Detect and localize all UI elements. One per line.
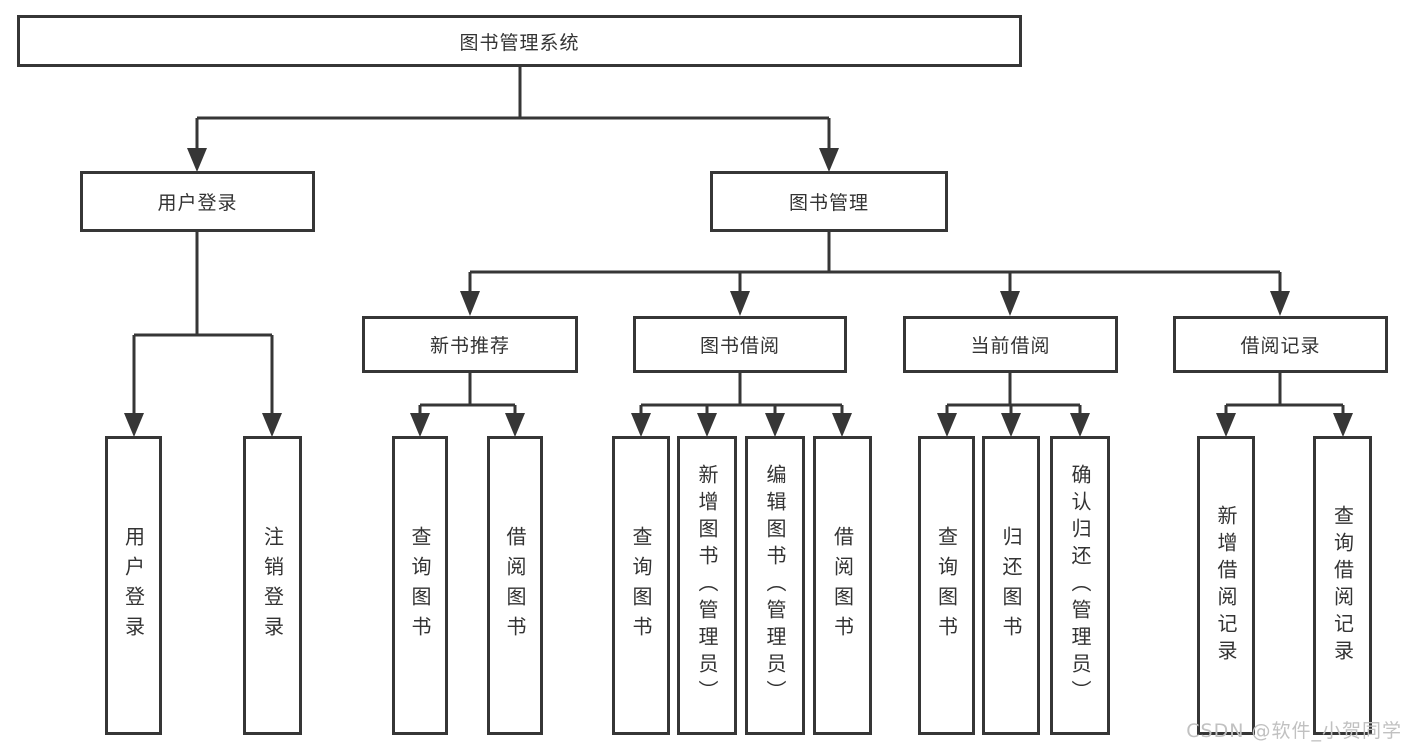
- leaf-borrow-books-recommend: 借阅图书: [487, 436, 543, 735]
- arrowhead: [697, 413, 717, 437]
- node-borrow-records-label: 借阅记录: [1240, 335, 1321, 357]
- leaf-return-books-label: 归还图书: [999, 525, 1023, 646]
- arrowhead: [124, 413, 144, 437]
- leaf-return-books: 归还图书: [982, 436, 1040, 735]
- arrowhead: [765, 413, 785, 437]
- leaf-add-borrow-record: 新增借阅记录: [1197, 436, 1255, 735]
- leaf-borrow-books: 借阅图书: [813, 436, 872, 735]
- connector-new-book-recommend: [418, 373, 517, 414]
- leaf-confirm-return-admin: 确认归还（管理员）: [1050, 436, 1110, 735]
- arrowhead: [410, 413, 430, 437]
- leaf-user-login: 用户登录: [105, 436, 162, 735]
- node-book-borrow-label: 图书借阅: [699, 335, 780, 357]
- arrowhead: [631, 413, 651, 437]
- leaf-add-books-admin-label: 新增图书（管理员）: [695, 464, 719, 707]
- node-borrow-records: 借阅记录: [1173, 316, 1388, 373]
- leaf-query-books-borrow: 查询图书: [612, 436, 670, 735]
- leaf-query-books-recommend: 查询图书: [392, 436, 448, 735]
- node-book-management-label: 图书管理: [788, 192, 869, 214]
- arrowhead: [262, 413, 282, 437]
- csdn-watermark: CSDN @软件_小贺同学: [1186, 720, 1402, 742]
- leaf-add-borrow-record-label: 新增借阅记录: [1214, 504, 1238, 667]
- leaf-add-books-admin: 新增图书（管理员）: [677, 436, 737, 735]
- arrowhead: [460, 291, 480, 316]
- leaf-confirm-return-admin-label: 确认归还（管理员）: [1068, 464, 1092, 707]
- arrowhead: [1000, 291, 1020, 316]
- leaf-query-borrow-record: 查询借阅记录: [1313, 436, 1372, 735]
- arrowhead: [187, 148, 207, 172]
- leaf-logout: 注销登录: [243, 436, 302, 735]
- connector-book-management: [468, 232, 1282, 293]
- arrowhead: [1216, 413, 1236, 437]
- connector-borrow-records: [1224, 373, 1345, 414]
- leaf-user-login-label: 用户登录: [121, 525, 146, 646]
- leaf-edit-books-admin: 编辑图书（管理员）: [745, 436, 805, 735]
- leaf-query-books-current-label: 查询图书: [934, 525, 959, 646]
- leaf-query-books-recommend-label: 查询图书: [408, 525, 432, 646]
- connector-root: [195, 67, 831, 150]
- node-user-login-label: 用户登录: [157, 192, 238, 214]
- arrowhead: [1070, 413, 1090, 437]
- arrowhead: [832, 413, 852, 437]
- node-book-borrow: 图书借阅: [633, 316, 847, 373]
- leaf-edit-books-admin-label: 编辑图书（管理员）: [763, 464, 787, 707]
- node-new-book-recommend-label: 新书推荐: [429, 335, 510, 357]
- arrowhead: [505, 413, 525, 437]
- node-book-management: 图书管理: [710, 171, 948, 232]
- arrowhead: [819, 148, 839, 172]
- arrowhead: [1001, 413, 1021, 437]
- arrowhead: [1333, 413, 1353, 437]
- node-root-label: 图书管理系统: [459, 31, 580, 54]
- connector-book-borrow: [639, 373, 844, 414]
- leaf-logout-label: 注销登录: [260, 525, 285, 646]
- leaf-query-books-borrow-label: 查询图书: [629, 525, 653, 646]
- arrowhead: [1270, 291, 1290, 316]
- connector-current-borrow: [945, 373, 1082, 414]
- node-new-book-recommend: 新书推荐: [362, 316, 578, 373]
- node-current-borrow: 当前借阅: [903, 316, 1118, 373]
- node-user-login: 用户登录: [80, 171, 315, 232]
- leaf-query-borrow-record-label: 查询借阅记录: [1330, 504, 1355, 667]
- node-root: 图书管理系统: [17, 15, 1022, 67]
- leaf-query-books-current: 查询图书: [918, 436, 975, 735]
- leaf-borrow-books-recommend-label: 借阅图书: [503, 525, 527, 646]
- connector-user-login: [132, 232, 274, 415]
- node-current-borrow-label: 当前借阅: [970, 335, 1051, 357]
- arrowhead: [730, 291, 750, 316]
- leaf-borrow-books-label: 借阅图书: [830, 525, 855, 646]
- arrowhead: [937, 413, 957, 437]
